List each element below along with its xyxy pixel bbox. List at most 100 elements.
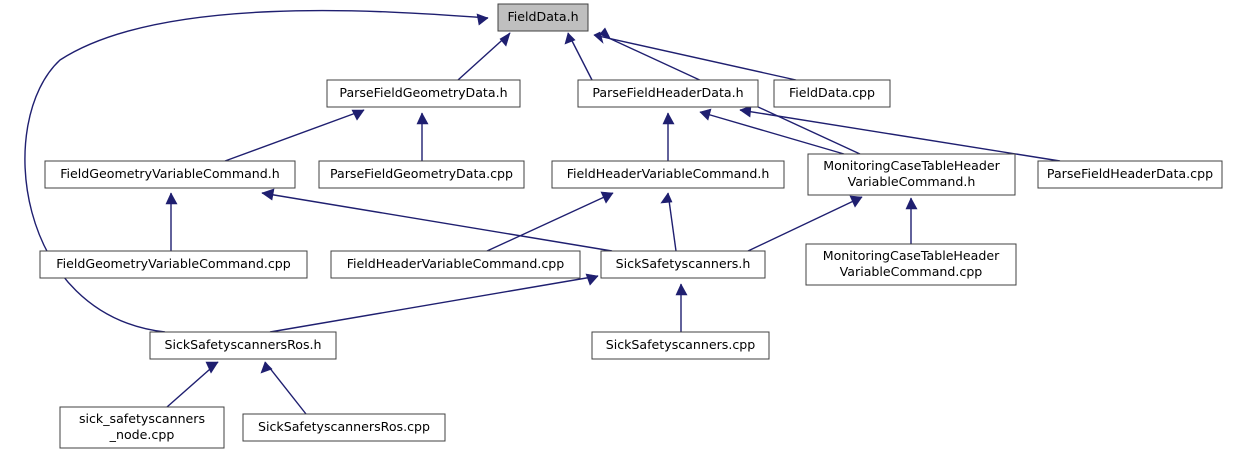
graph-edge (165, 192, 178, 251)
edge-arrowhead-icon (905, 197, 918, 210)
graph-node[interactable]: MonitoringCaseTableHeaderVariableCommand… (805, 243, 1017, 286)
node-label: SickSafetyscannersRos.h (164, 337, 321, 352)
node-box[interactable] (577, 79, 759, 108)
node-box[interactable] (242, 413, 446, 442)
node-box[interactable] (44, 160, 296, 189)
graph-edge (457, 32, 511, 81)
node-label: ParseFieldHeaderData.h (592, 85, 743, 100)
edge-line (747, 196, 863, 252)
graph-edge (747, 195, 863, 252)
node-label: FieldGeometryVariableCommand.cpp (56, 256, 291, 271)
edge-arrowhead-icon (165, 192, 178, 205)
graph-node[interactable]: SickSafetyscannersRos.h (149, 331, 337, 360)
edge-arrowhead-icon (849, 195, 863, 208)
edge-arrowhead-icon (585, 273, 599, 286)
edge-arrowhead-icon (205, 361, 219, 374)
node-box[interactable] (59, 406, 225, 449)
graph-node[interactable]: FieldGeometryVariableCommand.h (44, 160, 296, 189)
edge-arrowhead-icon (660, 192, 673, 204)
node-box[interactable] (1037, 160, 1223, 189)
node-label: sick_safetyscanners (79, 411, 205, 426)
graph-edge (166, 361, 219, 408)
node-box[interactable] (318, 160, 525, 189)
graph-node[interactable]: ParseFieldHeaderData.cpp (1037, 160, 1223, 189)
graph-edge (739, 105, 1061, 162)
graph-node[interactable]: ParseFieldGeometryData.h (326, 79, 521, 108)
edge-arrowhead-icon (260, 361, 273, 374)
node-label: MonitoringCaseTableHeader (823, 158, 1000, 173)
edge-line (261, 192, 613, 252)
graph-node[interactable]: FieldData.h (497, 3, 589, 32)
graph-node[interactable]: sick_safetyscanners_node.cpp (59, 406, 225, 449)
edge-arrowhead-icon (662, 112, 675, 125)
node-label: ParseFieldGeometryData.h (339, 85, 507, 100)
graph-node[interactable]: ParseFieldHeaderData.h (577, 79, 759, 108)
graph-edge (675, 283, 688, 332)
graph-edge (269, 273, 599, 333)
edge-arrowhead-icon (599, 27, 611, 39)
graph-edge (660, 192, 677, 252)
node-box[interactable] (39, 250, 308, 279)
graph-edge (593, 31, 797, 81)
graph-node[interactable]: ParseFieldGeometryData.cpp (318, 160, 525, 189)
graph-edge (260, 361, 307, 415)
node-label: VariableCommand.h (848, 174, 976, 189)
edge-arrowhead-icon (499, 32, 511, 47)
node-box[interactable] (773, 79, 891, 108)
node-box[interactable] (807, 153, 1016, 196)
node-label: ParseFieldGeometryData.cpp (330, 166, 513, 181)
edge-line (264, 361, 307, 415)
node-label: FieldHeaderVariableCommand.h (567, 166, 770, 181)
graph-node[interactable]: FieldHeaderVariableCommand.cpp (330, 250, 581, 279)
graph-edge (905, 197, 918, 244)
edge-arrowhead-icon (416, 112, 429, 125)
graph-edge (699, 108, 845, 155)
graph-edge (564, 32, 593, 81)
node-label: FieldData.cpp (789, 85, 875, 100)
node-label: SickSafetyscanners.cpp (606, 337, 756, 352)
node-box[interactable] (497, 3, 589, 32)
graph-edge (261, 188, 613, 252)
node-label: _node.cpp (109, 427, 175, 442)
graph-node[interactable]: SickSafetyscanners.cpp (591, 331, 770, 360)
graph-edge (662, 112, 675, 161)
edge-line (699, 111, 845, 155)
node-box[interactable] (149, 331, 337, 360)
node-box[interactable] (591, 331, 770, 360)
node-box[interactable] (330, 250, 581, 279)
edge-line (739, 109, 1061, 162)
node-label: FieldGeometryVariableCommand.h (60, 166, 280, 181)
graph-node[interactable]: FieldData.cpp (773, 79, 891, 108)
graph-node[interactable]: FieldGeometryVariableCommand.cpp (39, 250, 308, 279)
edge-arrowhead-icon (675, 283, 688, 296)
edge-line (224, 109, 365, 162)
edge-arrowhead-icon (600, 191, 614, 204)
node-label: VariableCommand.cpp (840, 264, 983, 279)
node-label: SickSafetyscanners.h (616, 256, 751, 271)
edge-line (486, 192, 614, 252)
graph-node[interactable]: SickSafetyscanners.h (600, 250, 766, 279)
node-box[interactable] (805, 243, 1017, 286)
edge-line (667, 192, 677, 252)
graph-edge (416, 112, 429, 161)
edge-arrowhead-icon (739, 105, 752, 118)
node-box[interactable] (600, 250, 766, 279)
graph-node[interactable]: SickSafetyscannersRos.cpp (242, 413, 446, 442)
node-label: FieldHeaderVariableCommand.cpp (347, 256, 565, 271)
graph-node[interactable]: FieldHeaderVariableCommand.h (551, 160, 785, 189)
graph-node[interactable]: MonitoringCaseTableHeaderVariableCommand… (807, 153, 1016, 196)
graph-edge (224, 109, 365, 162)
node-label: FieldData.h (507, 9, 578, 24)
node-box[interactable] (551, 160, 785, 189)
node-label: MonitoringCaseTableHeader (823, 248, 1000, 263)
node-box[interactable] (326, 79, 521, 108)
edge-arrowhead-icon (564, 32, 576, 45)
edge-arrowhead-icon (351, 109, 365, 121)
graph-edge (486, 191, 614, 252)
node-label: ParseFieldHeaderData.cpp (1047, 166, 1213, 181)
edge-line (593, 34, 797, 81)
edge-arrowhead-icon (476, 13, 489, 26)
